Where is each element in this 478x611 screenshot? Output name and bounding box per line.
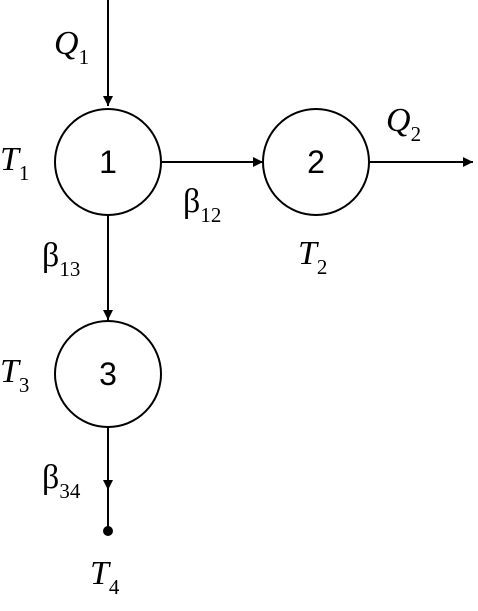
q2-main: Q xyxy=(386,102,411,139)
t2-sub: 2 xyxy=(317,255,328,279)
t4-label: T4 xyxy=(90,555,120,599)
t2-label: T2 xyxy=(298,235,327,279)
t3-main: T xyxy=(0,353,21,390)
node-2-circle xyxy=(262,108,370,216)
beta34-label: β34 xyxy=(42,459,81,503)
beta13-label: β13 xyxy=(42,237,80,281)
q2-sub: 2 xyxy=(411,122,422,146)
t3-sub: 3 xyxy=(19,373,30,397)
beta13-main: β xyxy=(42,237,59,274)
q1-main: Q xyxy=(54,25,79,62)
q1-sub: 1 xyxy=(79,45,90,69)
q1-label: Q1 xyxy=(54,25,89,69)
beta12-sub: 12 xyxy=(200,203,221,227)
t3-label: T3 xyxy=(0,353,29,397)
node-3-circle xyxy=(54,320,162,428)
beta34-main: β xyxy=(42,459,59,496)
node-1-label: 1 xyxy=(99,144,117,180)
t1-sub: 1 xyxy=(19,161,30,185)
terminal-point-4 xyxy=(103,526,113,536)
beta12-main: β xyxy=(183,183,200,220)
node-1-circle xyxy=(54,108,162,216)
beta34-sub: 34 xyxy=(59,479,81,503)
t4-main: T xyxy=(90,555,111,592)
node-2-label: 2 xyxy=(307,144,325,180)
beta12-label: β12 xyxy=(183,183,221,227)
t2-main: T xyxy=(298,235,319,272)
node-3-label: 3 xyxy=(99,356,117,392)
t1-label: T1 xyxy=(0,141,29,185)
q2-label: Q2 xyxy=(386,102,421,146)
beta13-sub: 13 xyxy=(59,257,80,281)
t4-sub: 4 xyxy=(109,575,120,599)
t1-main: T xyxy=(0,141,21,178)
